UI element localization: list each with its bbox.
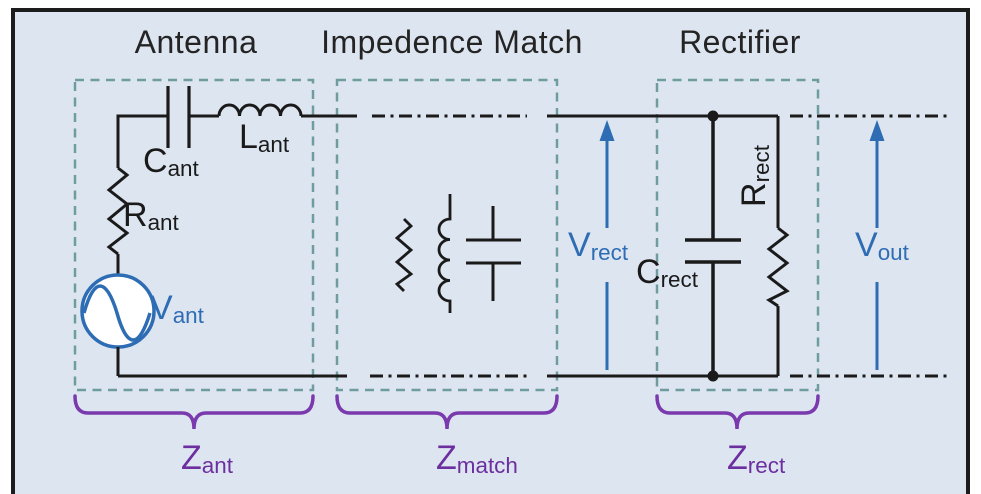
label-c-rect: Crect xyxy=(636,255,698,291)
label-r-ant-sub: ant xyxy=(147,210,179,236)
label-r-rect: Rrect xyxy=(734,145,774,207)
label-r-rect-sub: rect xyxy=(748,145,774,183)
antenna-capacitor-symbol xyxy=(166,86,191,148)
label-c-ant-main: C xyxy=(143,142,168,180)
sine-wave-icon xyxy=(82,284,152,342)
antenna-resistor-symbol xyxy=(106,166,130,256)
label-z-match: Zmatch xyxy=(436,441,518,477)
vout-arrowhead-icon xyxy=(869,120,885,141)
block-title-antenna: Antenna xyxy=(135,26,258,58)
zrect-brace xyxy=(655,394,820,430)
label-z-match-main: Z xyxy=(436,439,457,477)
block-title-match: Impedence Match xyxy=(321,26,583,58)
label-l-ant: Lant xyxy=(239,120,289,156)
label-v-out-sub: out xyxy=(877,240,909,266)
label-c-rect-sub: rect xyxy=(660,267,698,293)
label-z-ant-main: Z xyxy=(181,439,202,477)
label-z-rect: Zrect xyxy=(727,441,785,477)
label-l-ant-main: L xyxy=(239,118,258,156)
rect-capacitor-symbol xyxy=(685,116,741,376)
label-v-ant-main: V xyxy=(150,289,173,327)
label-r-rect-main: R xyxy=(734,182,773,207)
junction-dot-top xyxy=(707,110,719,122)
label-r-ant: Rant xyxy=(123,198,179,234)
vrect-arrow xyxy=(599,120,615,370)
block-title-rectifier-text: Rectifier xyxy=(679,24,801,60)
vout-arrow xyxy=(869,120,885,370)
label-z-ant-sub: ant xyxy=(201,453,233,479)
match-inductor-symbol xyxy=(437,194,452,313)
label-v-out-main: V xyxy=(855,226,878,264)
label-v-rect: Vrect xyxy=(568,228,628,264)
rectifier-box-outline xyxy=(655,78,820,392)
zmatch-brace xyxy=(335,394,559,430)
label-v-out: Vout xyxy=(855,228,909,264)
label-l-ant-sub: ant xyxy=(257,132,290,158)
label-v-rect-sub: rect xyxy=(590,240,629,266)
block-title-rectifier: Rectifier xyxy=(679,26,801,58)
label-v-ant-sub: ant xyxy=(172,303,204,329)
label-c-ant-sub: ant xyxy=(167,156,199,182)
label-z-rect-main: Z xyxy=(727,439,748,477)
label-z-ant: Zant xyxy=(181,441,233,477)
label-z-match-sub: match xyxy=(456,453,518,479)
label-v-rect-main: V xyxy=(568,226,591,264)
antenna-box-outline xyxy=(73,78,315,392)
match-capacitor-symbol xyxy=(466,206,521,301)
junction-dot-bottom xyxy=(707,370,719,382)
label-c-rect-main: C xyxy=(636,253,661,291)
match-resistor-symbol xyxy=(394,218,414,292)
label-r-ant-main: R xyxy=(123,196,148,234)
match-box-outline xyxy=(335,78,559,392)
label-c-ant: Cant xyxy=(143,144,199,180)
antenna-top-corner-wire xyxy=(116,114,167,168)
vrect-arrowhead-icon xyxy=(599,120,615,141)
label-v-ant: Vant xyxy=(150,291,204,327)
zant-brace xyxy=(73,394,315,430)
block-title-match-text: Impedence Match xyxy=(321,24,583,60)
antenna-inductor-symbol xyxy=(217,103,303,117)
block-title-antenna-text: Antenna xyxy=(134,24,258,60)
rect-resistor-symbol xyxy=(766,226,790,308)
label-z-rect-sub: rect xyxy=(747,453,786,479)
